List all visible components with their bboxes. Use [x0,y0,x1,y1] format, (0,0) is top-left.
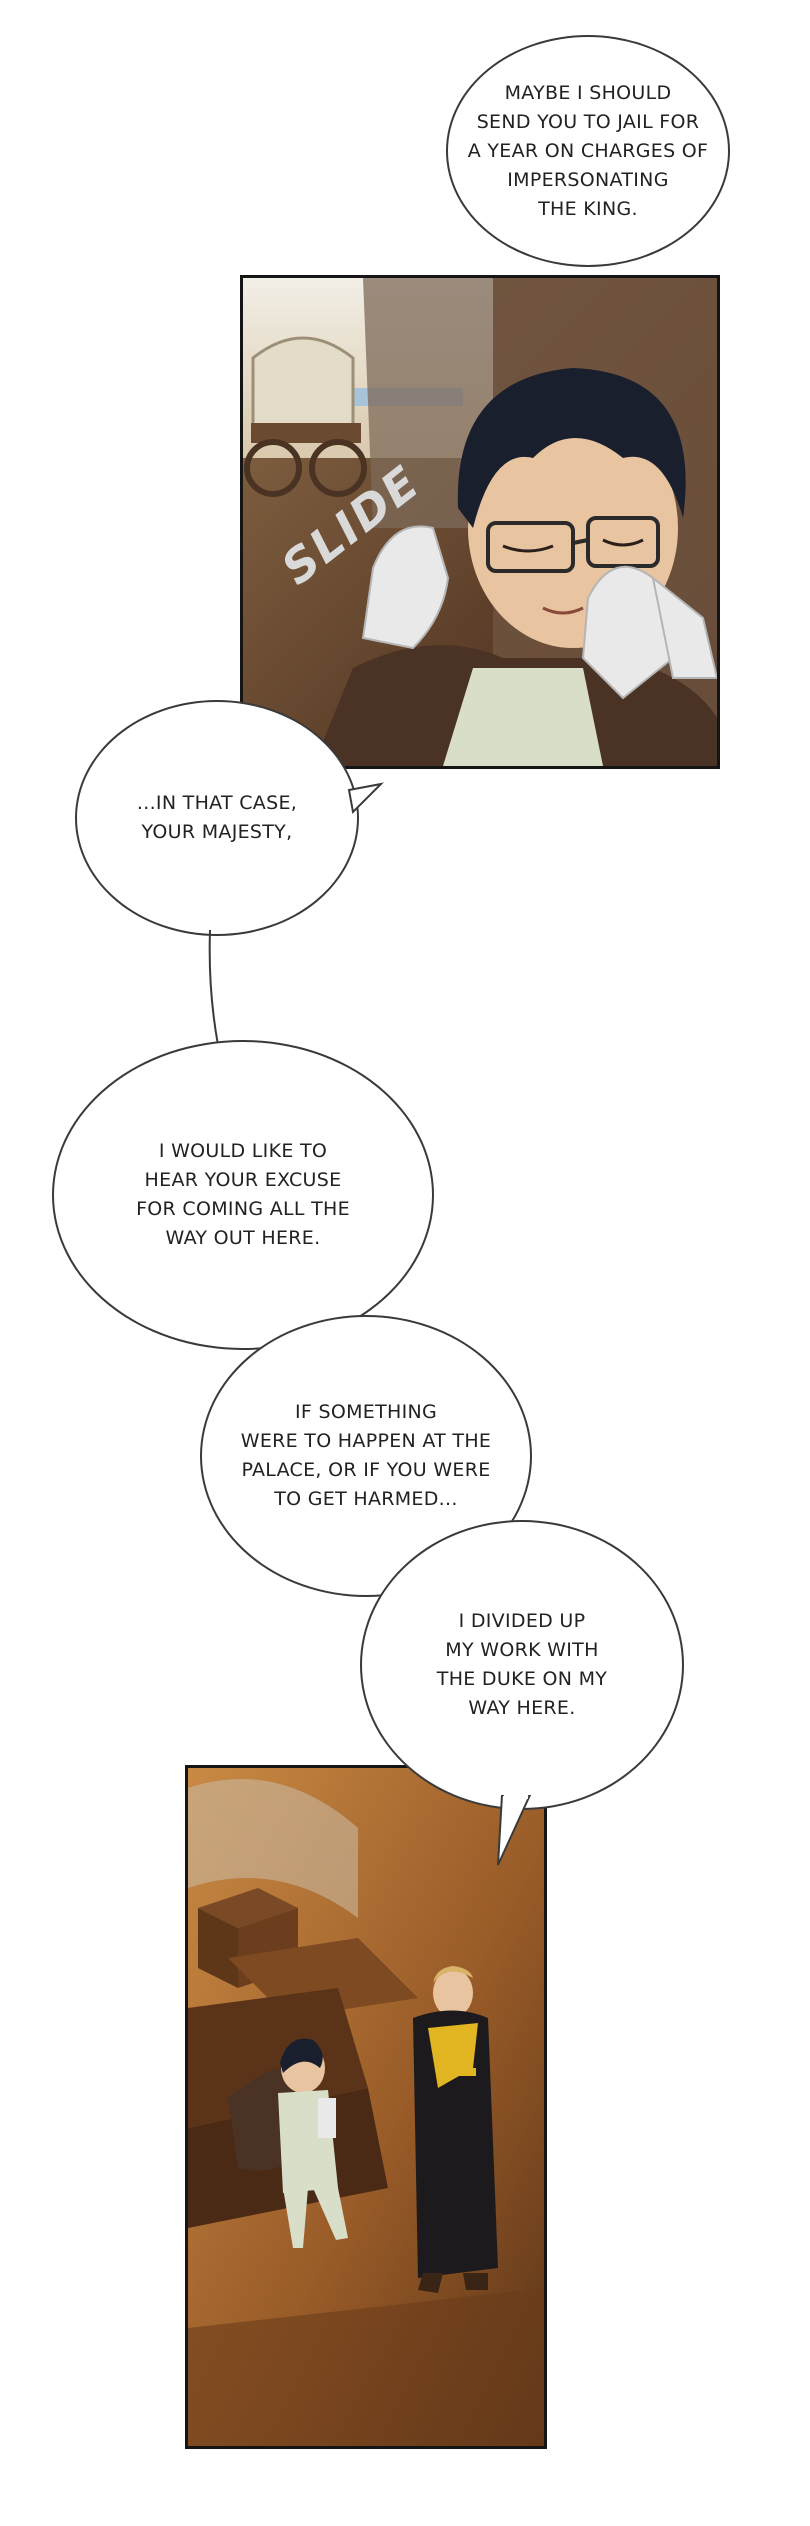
speech-bubble-2: ...IN THAT CASE, YOUR MAJESTY, [75,700,359,936]
speech-bubble-2-tail [347,782,384,815]
speech-bubble-1-text: MAYBE I SHOULD SEND YOU TO JAIL FOR A YE… [467,81,709,220]
speech-bubble-4: IF SOMETHING WERE TO HAPPEN AT THE PALAC… [200,1315,532,1597]
bubble-connector-line [208,930,219,1046]
speech-bubble-5: I DIVIDED UP MY WORK WITH THE DUKE ON MY… [360,1520,684,1810]
speech-bubble-1: MAYBE I SHOULD SEND YOU TO JAIL FOR A YE… [446,35,730,267]
speech-bubble-2-text: ...IN THAT CASE, YOUR MAJESTY, [136,792,298,843]
comic-panel-1: SLIDE [240,275,720,769]
two-men-in-wagon-illustration [188,1768,544,2446]
speech-bubble-3: I WOULD LIKE TO HEAR YOUR EXCUSE FOR COM… [52,1040,434,1350]
speech-bubble-5-text: I DIVIDED UP MY WORK WITH THE DUKE ON MY… [436,1610,608,1719]
speech-bubble-3-text: I WOULD LIKE TO HEAR YOUR EXCUSE FOR COM… [136,1140,350,1249]
man-adjusting-glasses-illustration [243,278,717,766]
speech-bubble-5-tail [497,1795,532,1866]
comic-panel-2 [185,1765,547,2449]
speech-bubble-4-text: IF SOMETHING WERE TO HAPPEN AT THE PALAC… [240,1401,492,1510]
